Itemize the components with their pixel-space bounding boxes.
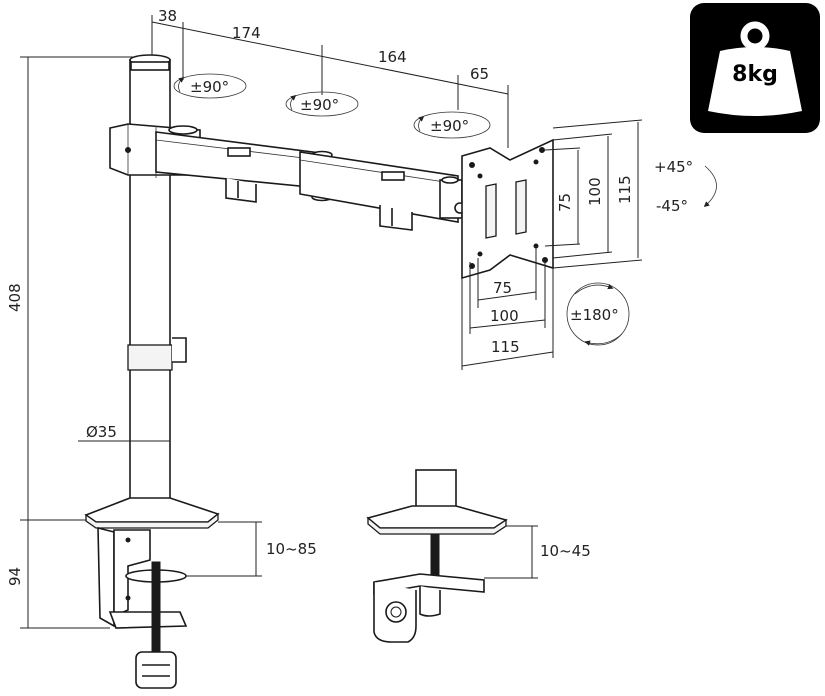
dim-vesa-large-w: 115 (491, 338, 520, 356)
grommet-range-dim (484, 525, 538, 579)
dim-arm-second: 164 (378, 48, 407, 66)
top-dimension-line (151, 15, 509, 148)
weight-icon (708, 21, 802, 116)
dim-height-total: 408 (6, 283, 24, 312)
dim-vesa-small-w: 75 (493, 279, 512, 297)
swivel-indicator-2 (285, 91, 359, 117)
vesa-horizontal-dims (461, 248, 554, 370)
dim-vesa-small-h: 75 (556, 193, 574, 212)
tilt-down-label: -45° (656, 197, 688, 215)
rotate-label: ±180° (570, 306, 619, 324)
dim-vesa-large-h: 115 (616, 175, 634, 204)
desk-clamp (84, 497, 220, 689)
pole (127, 54, 187, 501)
vesa-plate (461, 138, 554, 280)
dim-grommet-range: 10~45 (540, 542, 591, 560)
clamp-range-dim (186, 521, 262, 577)
dim-vesa-mid-h: 100 (586, 177, 604, 206)
tilt-indicator (703, 165, 717, 208)
dim-plate-offset: 65 (470, 65, 489, 83)
swivel-2-label: ±90° (300, 96, 339, 114)
swivel-indicator-3 (413, 111, 491, 139)
swivel-3-label: ±90° (430, 117, 469, 135)
dim-clamp-range: 10~85 (266, 540, 317, 558)
vesa-vertical-dims (544, 119, 643, 269)
weight-label: 8kg (732, 62, 778, 87)
dim-clamp-height: 94 (6, 567, 24, 586)
swivel-indicator-1 (173, 73, 247, 99)
rotate-indicator (566, 282, 630, 346)
grommet-mount (366, 469, 508, 643)
dim-vesa-mid-w: 100 (490, 307, 519, 325)
swivel-1-label: ±90° (190, 78, 229, 96)
tilt-up-label: +45° (654, 158, 693, 176)
dim-pole-offset: 38 (158, 7, 177, 25)
dim-pole-diameter: Ø35 (86, 423, 117, 441)
weight-badge (690, 3, 820, 133)
arm-assembly (109, 123, 466, 231)
dim-arm-first: 174 (232, 24, 261, 42)
